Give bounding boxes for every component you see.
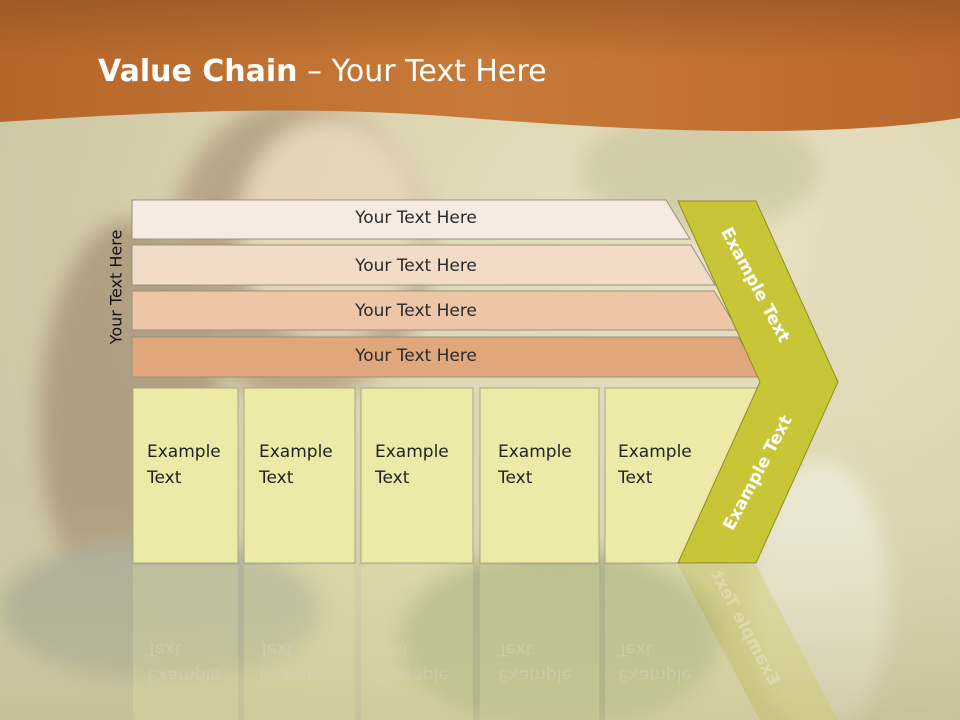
reflection-2-line1: Example bbox=[259, 665, 333, 685]
reflection-5-line1: Example bbox=[618, 665, 692, 685]
band-label-1: Your Text Here bbox=[355, 208, 477, 228]
box-1-line1: Example bbox=[147, 442, 221, 462]
side-label: Your Text Here bbox=[106, 229, 126, 345]
box-4-line1: Example bbox=[498, 442, 572, 462]
reflection-3-line1: Example bbox=[375, 665, 449, 685]
value-box-1 bbox=[132, 387, 239, 564]
reflection-text-3: Example Text bbox=[375, 636, 449, 688]
value-box-3 bbox=[360, 387, 474, 564]
box-2-line2: Text bbox=[259, 468, 294, 488]
value-box-2 bbox=[243, 387, 356, 564]
band-2 bbox=[131, 244, 716, 286]
box-1-line2: Text bbox=[147, 468, 182, 488]
reflection-box-5 bbox=[605, 565, 760, 720]
reflection-text-4: Example Text bbox=[498, 636, 572, 688]
band-1 bbox=[131, 199, 691, 240]
reflection-4-line1: Example bbox=[498, 665, 572, 685]
reflection-text-1: Example Text bbox=[147, 636, 221, 688]
box-2-line1: Example bbox=[259, 442, 333, 462]
slide-title-bold: Value Chain bbox=[98, 54, 298, 89]
reflection-box-3 bbox=[361, 565, 473, 720]
reflection-1-line1: Example bbox=[147, 665, 221, 685]
box-5-line2: Text bbox=[618, 468, 653, 488]
reflection-box-2 bbox=[244, 565, 355, 720]
value-box-4 bbox=[479, 387, 600, 564]
reflection-4-line2: Text bbox=[498, 639, 533, 659]
reflection-2-line2: Text bbox=[259, 639, 294, 659]
box-5-line1: Example bbox=[618, 442, 692, 462]
reflection-text-5: Example Text bbox=[618, 636, 692, 688]
slide-title-rest: – Your Text Here bbox=[297, 54, 547, 89]
reflection-5-line2: Text bbox=[618, 639, 653, 659]
band-label-3: Your Text Here bbox=[355, 301, 477, 321]
reflection-3-line2: Text bbox=[375, 639, 410, 659]
reflection-text-2: Example Text bbox=[259, 636, 333, 688]
reflection-box-4 bbox=[480, 565, 599, 720]
band-label-4: Your Text Here bbox=[355, 346, 477, 366]
box-3-line1: Example bbox=[375, 442, 449, 462]
box-4-line2: Text bbox=[498, 468, 533, 488]
chevron-arrow bbox=[677, 200, 839, 564]
band-label-2: Your Text Here bbox=[355, 256, 477, 276]
slide-title: Value Chain – Your Text Here bbox=[98, 54, 547, 89]
reflection-1-line2: Text bbox=[147, 639, 182, 659]
box-3-line2: Text bbox=[375, 468, 410, 488]
reflection-arrow bbox=[678, 565, 838, 720]
reflection-box-1 bbox=[133, 565, 238, 720]
